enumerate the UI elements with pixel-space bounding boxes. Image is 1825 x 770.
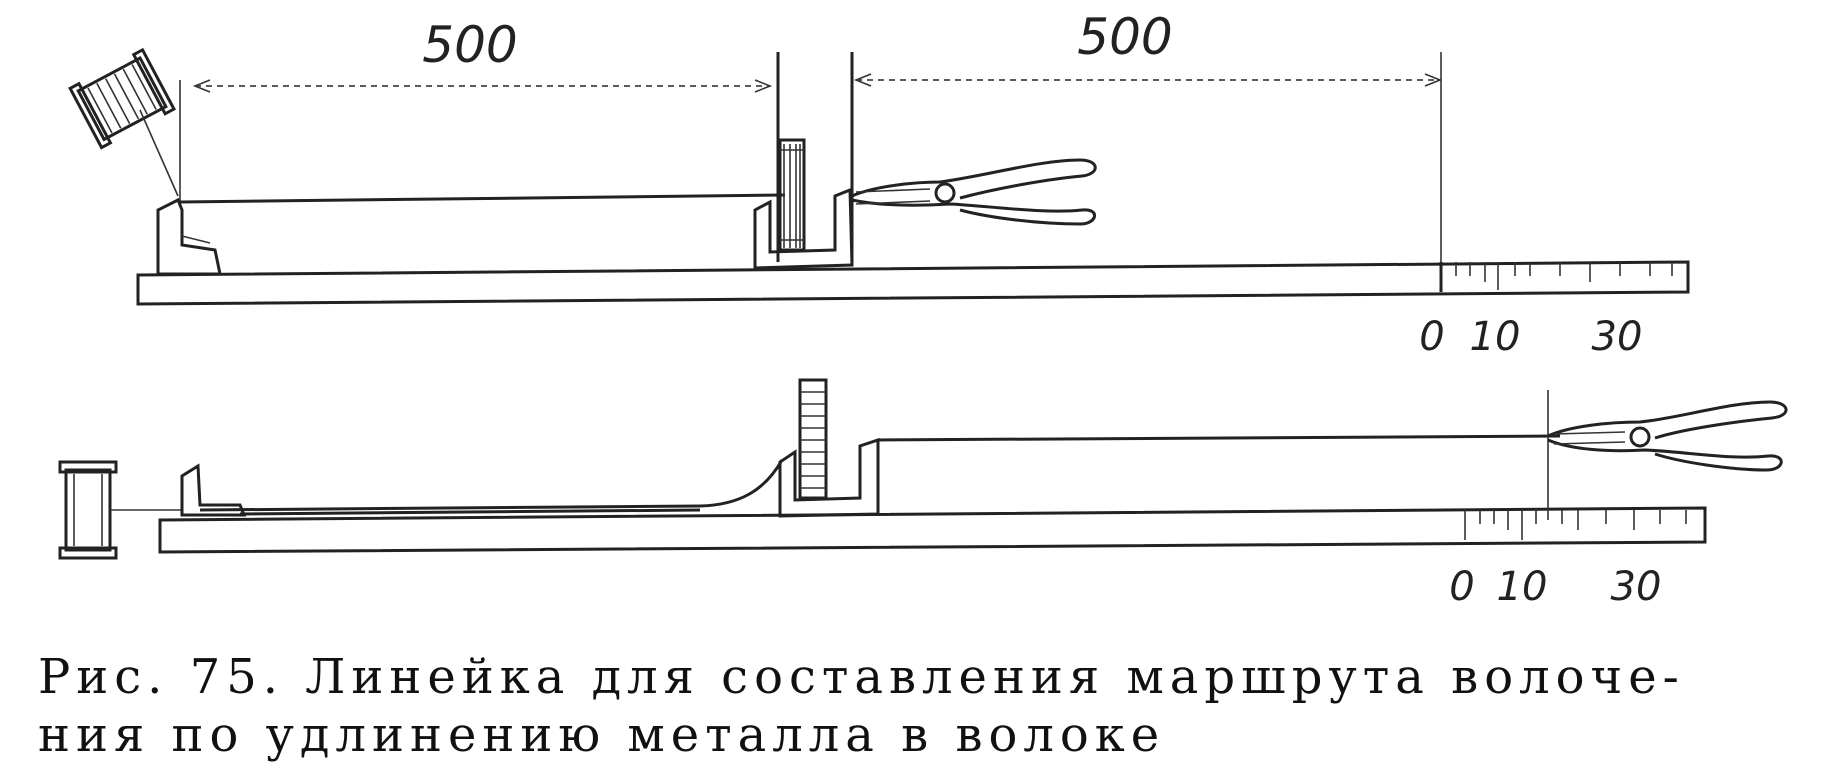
bottom-die-holder [778, 378, 1561, 518]
top-spool [68, 47, 177, 150]
bottom-left-guide [180, 463, 247, 517]
figure-caption: Рис. 75. Линейка для составления маршрут… [38, 648, 1798, 764]
top-assembly: 500 500 [68, 8, 1690, 360]
top-scale: 0 10 30 [1419, 262, 1673, 360]
dimension-right-label: 500 [1077, 8, 1172, 66]
top-die-holder [753, 138, 854, 270]
caption-line-2: ния по удлинению металла в волоке [38, 707, 1166, 763]
top-left-guide [156, 197, 222, 276]
ruler-diagram: 500 500 [58, 8, 1788, 610]
bottom-scale-label-30: 30 [1611, 564, 1662, 610]
bottom-ruler-base [158, 506, 1707, 554]
bottom-scale: 0 10 30 [1449, 510, 1687, 610]
top-scale-label-0: 0 [1419, 314, 1444, 360]
caption-line-1: Рис. 75. Линейка для составления маршрут… [38, 649, 1685, 705]
top-ruler-base [136, 260, 1690, 306]
top-scale-label-10: 10 [1470, 314, 1521, 360]
top-scale-label-30: 30 [1592, 314, 1643, 360]
dimension-left-label: 500 [422, 16, 517, 74]
bottom-scale-label-10: 10 [1497, 564, 1548, 610]
dimension-right: 500 [853, 8, 1443, 268]
bottom-scale-label-0: 0 [1449, 564, 1474, 610]
dimension-left: 500 [179, 16, 773, 206]
bottom-assembly: 0 10 30 [58, 378, 1788, 610]
bottom-spool [58, 460, 118, 560]
top-pliers [851, 158, 1097, 226]
bottom-pliers [1547, 400, 1788, 472]
